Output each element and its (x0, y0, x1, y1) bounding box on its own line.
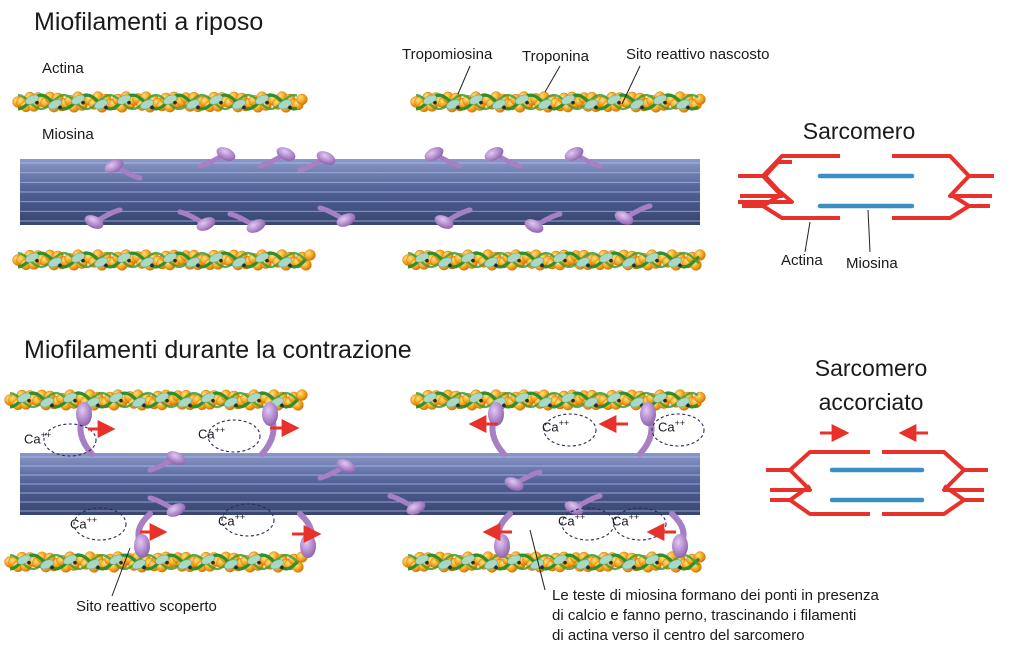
actin-filament (402, 249, 706, 271)
actin-filament (402, 551, 706, 573)
calcium-zone (73, 507, 127, 541)
actin-filament (410, 91, 706, 113)
sarcomere-title: Sarcomero (802, 118, 916, 144)
calcium-ion-label: Ca++ (558, 512, 586, 529)
label-actina: Actina (42, 60, 84, 77)
label-miosina: Miosina (42, 126, 94, 143)
caption-line-2: di calcio e fanno perno, trascinando i f… (552, 607, 857, 624)
contraction-annotations (43, 402, 705, 558)
calcium-zone (221, 503, 275, 537)
actin-filament (12, 249, 316, 271)
sarcomere-miosina-label: Miosina (846, 255, 898, 272)
myosin-filaments (20, 147, 700, 517)
calcium-ion-label: Ca++ (70, 515, 98, 532)
sarcomere-short-title-2: accorciato (818, 389, 924, 415)
caption: Le teste di miosina formano dei ponti in… (552, 586, 982, 646)
label-sito-nascosto: Sito reattivo nascosto (626, 46, 770, 63)
calcium-zone (651, 413, 705, 447)
sarcomere-shortened-schematic (766, 424, 988, 516)
label-troponina: Troponina (522, 48, 589, 65)
calcium-ion-label: Ca++ (24, 430, 52, 447)
calcium-ion-label: Ca++ (612, 512, 640, 529)
title-contraction: Miofilamenti durante la contrazione (24, 336, 412, 364)
caption-line-3: di actina verso il centro del sarcomero (552, 627, 805, 644)
myosin-filament (20, 147, 700, 233)
label-tropomiosina: Tropomiosina (402, 46, 493, 63)
actin-filament (12, 91, 308, 113)
caption-line-1: Le teste di miosina formano dei ponti in… (552, 587, 879, 604)
leader-lines-bottom (111, 529, 546, 597)
actin-filament (4, 551, 308, 573)
calcium-ion-label: Ca++ (658, 418, 686, 435)
leader-lines-top (457, 65, 641, 105)
calcium-ion-label: Ca++ (542, 418, 570, 435)
sarcomere-actina-label: Actina (781, 252, 823, 269)
actin-filament (4, 389, 308, 411)
title-resting: Miofilamenti a riposo (34, 8, 264, 36)
actin-filaments (4, 91, 706, 573)
calcium-zone (543, 413, 597, 447)
calcium-zone (207, 419, 261, 453)
calcium-ion-label: Ca++ (198, 425, 226, 442)
calcium-zone (43, 423, 97, 457)
label-sito-scoperto: Sito reattivo scoperto (76, 598, 217, 615)
actin-filament (410, 389, 706, 411)
sarcomere-schematic (738, 154, 994, 253)
myosin-filament (20, 451, 700, 517)
sarcomere-short-title-1: Sarcomero (814, 355, 928, 381)
calcium-ion-label: Ca++ (218, 512, 246, 529)
calcium-zone (613, 507, 667, 541)
